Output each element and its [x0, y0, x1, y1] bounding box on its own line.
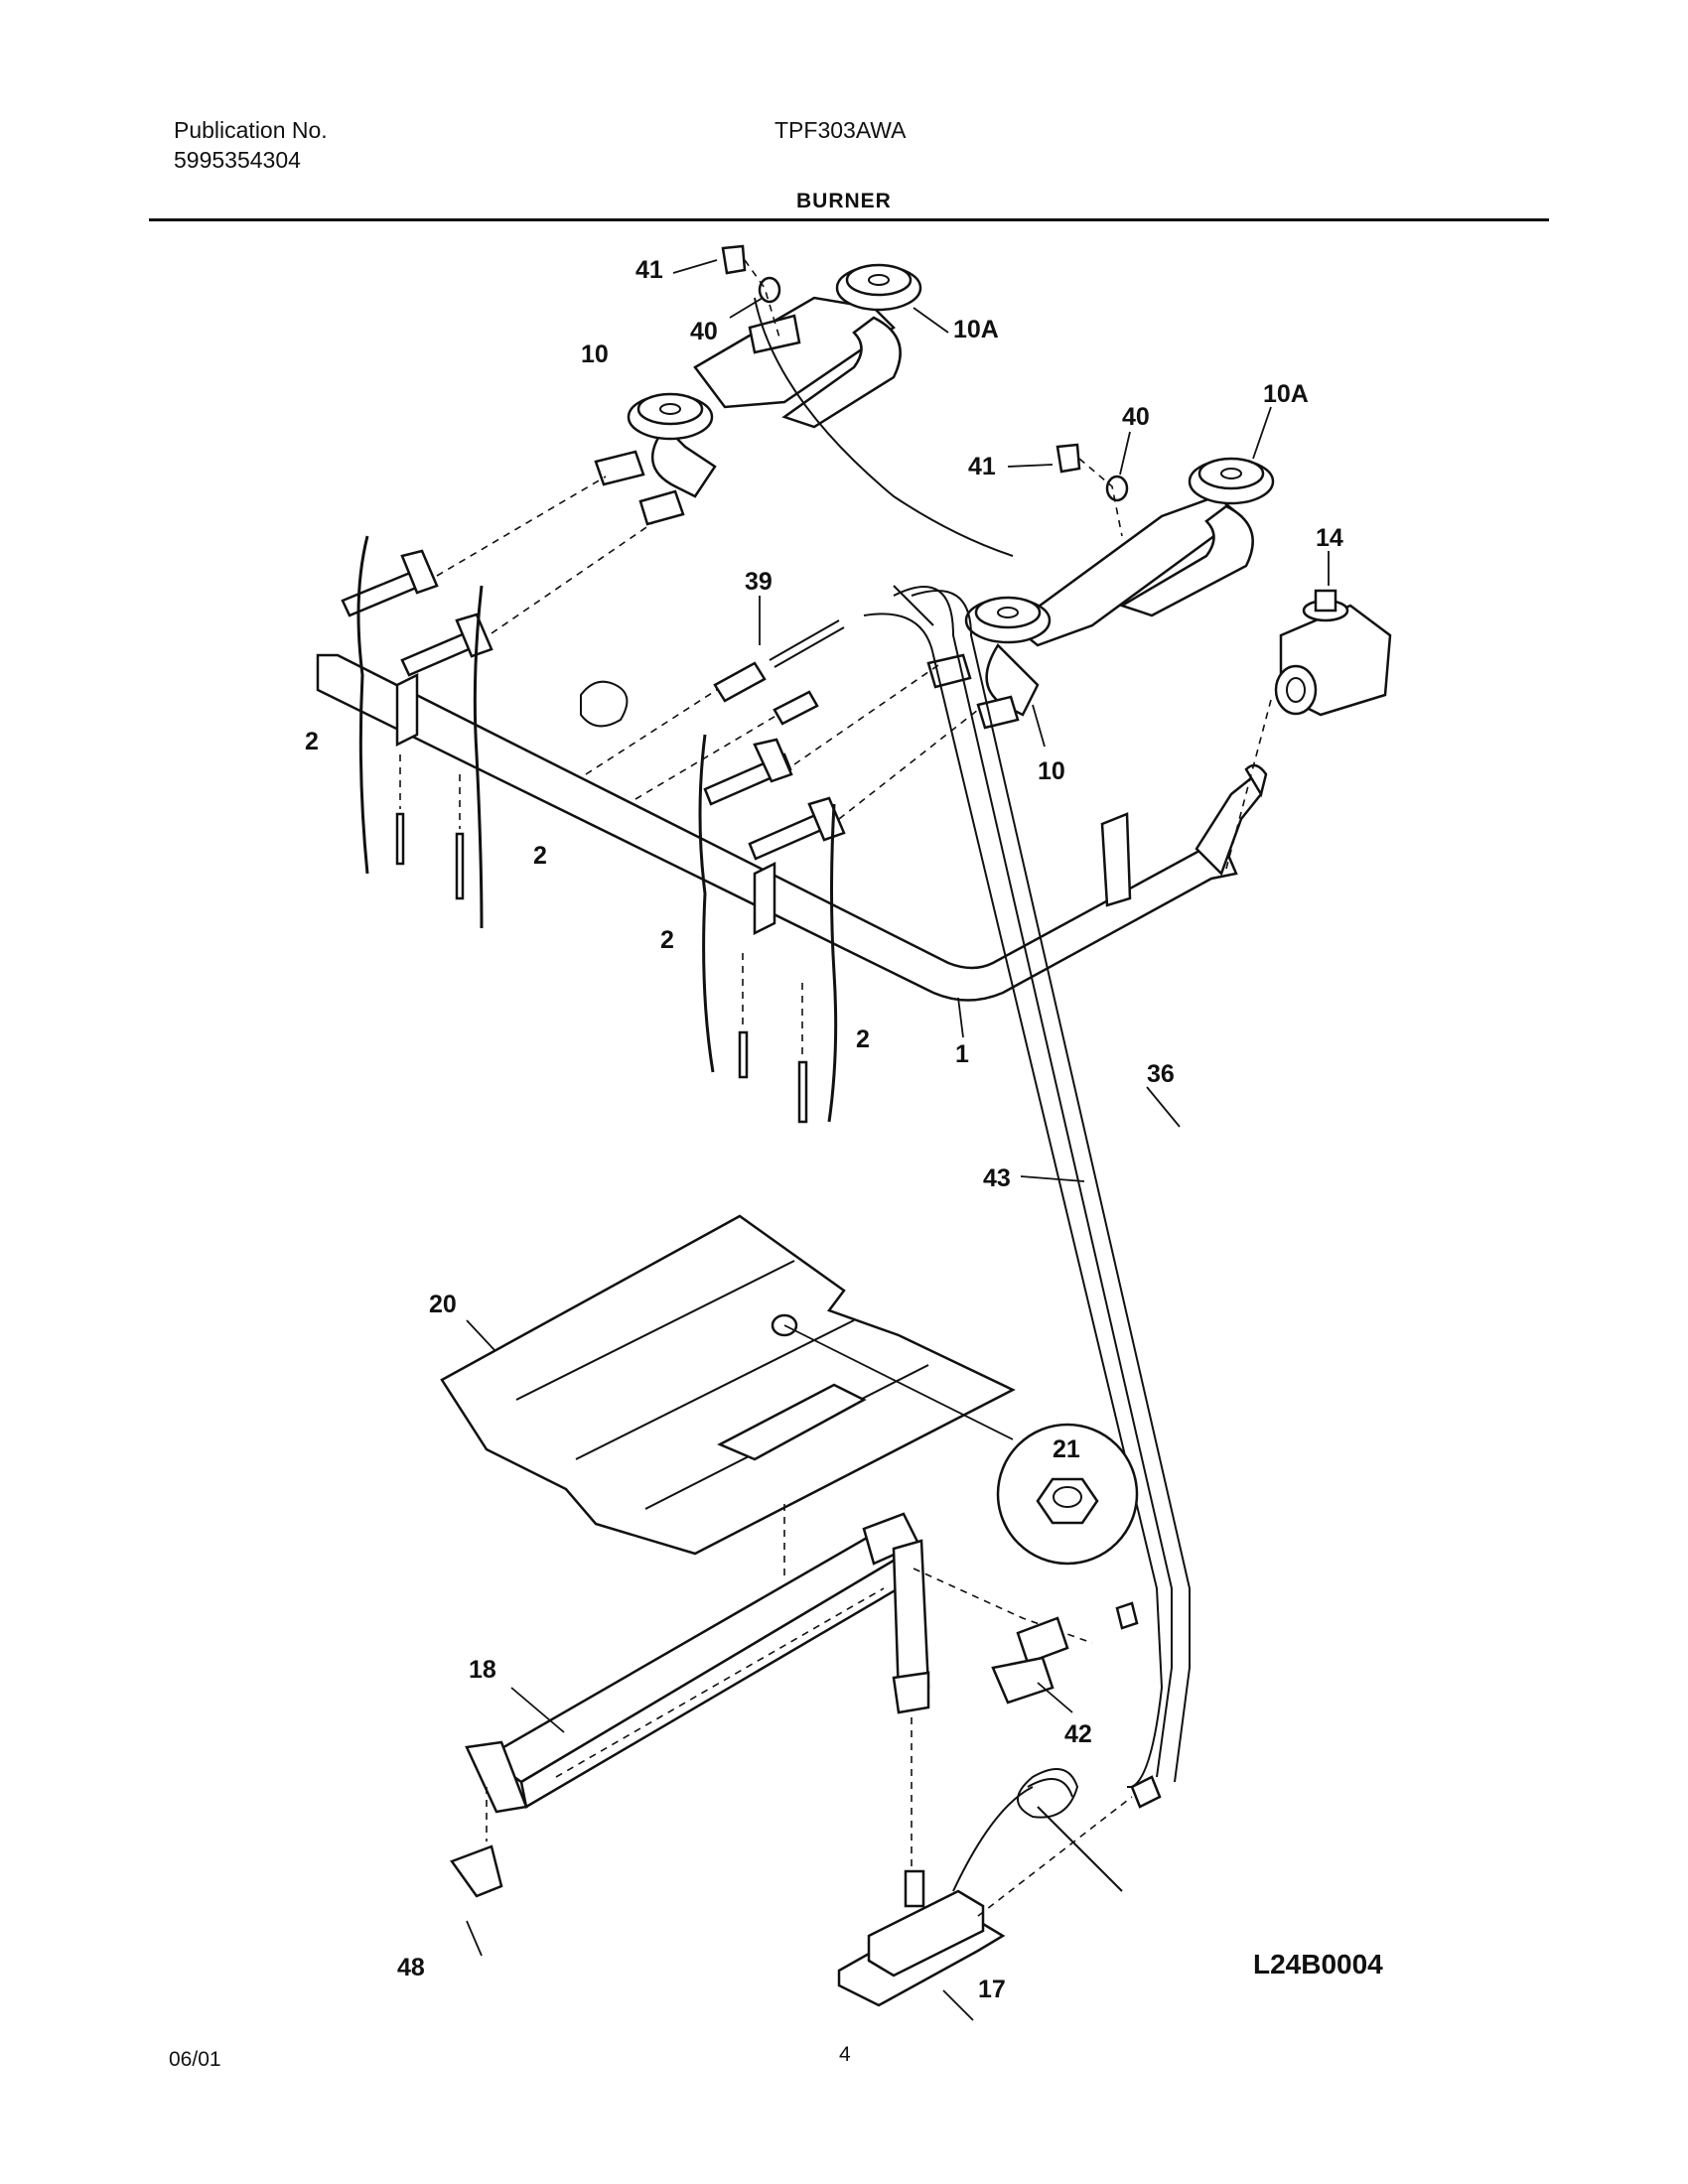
spacer-40-rear	[758, 276, 781, 304]
callout-43: 43	[983, 1164, 1011, 1192]
burner-assembly-rear	[594, 263, 922, 526]
callout-1: 1	[955, 1040, 969, 1068]
callout-2-b: 2	[533, 842, 547, 870]
callout-40: 40	[690, 318, 718, 345]
section-title: BURNER	[796, 190, 892, 212]
footer-date: 06/01	[169, 2048, 221, 2071]
callout-41: 41	[635, 256, 663, 284]
callout-2-a: 2	[305, 728, 319, 755]
burner-assembly-front	[926, 457, 1275, 730]
callout-20: 20	[429, 1291, 457, 1318]
page-number: 4	[839, 2043, 851, 2066]
pressure-regulator-valve	[1274, 589, 1392, 717]
manifold-pipe	[316, 653, 1268, 1002]
oven-thermostat	[837, 1768, 1123, 2007]
bracket-42	[1016, 1616, 1069, 1665]
callout-21: 21	[1053, 1435, 1080, 1463]
callout-10-front: 10	[1038, 757, 1065, 785]
callout-14: 14	[1316, 524, 1343, 552]
callout-10a-front: 10A	[1263, 380, 1309, 408]
diagram-code: L24B0004	[1253, 1949, 1383, 1979]
callout-36: 36	[1147, 1060, 1175, 1088]
callout-48: 48	[397, 1954, 425, 1981]
callout-2-d: 2	[856, 1025, 870, 1053]
clip-48	[450, 1844, 503, 1898]
callout-2-c: 2	[660, 926, 674, 954]
header-rule	[149, 218, 1549, 221]
callout-40-front: 40	[1122, 403, 1150, 431]
orifice-spuds-left	[341, 535, 493, 929]
callout-17: 17	[978, 1976, 1006, 2003]
callout-10a: 10A	[953, 316, 999, 343]
callout-41-front: 41	[968, 453, 996, 480]
callout-42: 42	[1064, 1720, 1092, 1748]
nut-21-inset	[996, 1423, 1139, 1566]
bake-burner	[465, 1512, 930, 1814]
callout-39: 39	[745, 568, 773, 596]
pilot-tube-43	[893, 586, 1173, 1778]
model-number: TPF303AWA	[774, 117, 907, 143]
orifice-spuds-right	[698, 734, 846, 1124]
publication-number: 5995354304	[174, 147, 301, 173]
callout-18: 18	[469, 1656, 496, 1684]
burner-baffle	[440, 1214, 1016, 1556]
callout-10: 10	[581, 341, 609, 368]
spacer-40-front	[1105, 475, 1129, 502]
clip-41-front	[1055, 443, 1081, 474]
clip-41-rear	[721, 244, 747, 275]
publication-label: Publication No.	[174, 117, 328, 143]
